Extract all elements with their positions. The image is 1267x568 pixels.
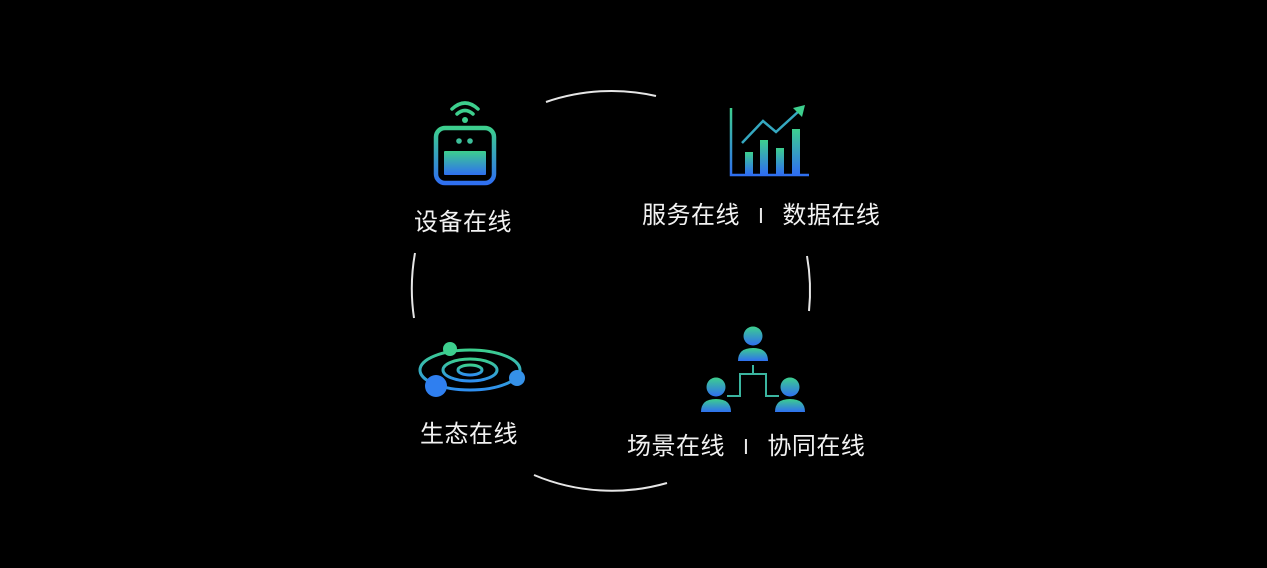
scene-online-text: 场景在线 [627, 432, 725, 460]
service-data-online-label: 服务在线 I 数据在线 [642, 201, 880, 230]
org-people-icon [701, 326, 805, 412]
arc-top [545, 89, 657, 103]
arc-bottom [533, 474, 668, 492]
orbit-icon [418, 342, 525, 397]
service-online-text: 服务在线 [642, 201, 740, 229]
bar-chart-trend-icon [729, 105, 809, 177]
scene-collab-online-label: 场景在线 I 协同在线 [627, 432, 865, 461]
arc-right [806, 255, 812, 312]
device-online-label: 设备在线 [414, 208, 512, 236]
data-online-text: 数据在线 [782, 201, 881, 229]
separator: I [743, 435, 750, 459]
separator: I [758, 204, 765, 228]
ecosystem-online-label: 生态在线 [420, 420, 518, 448]
collab-online-text: 协同在线 [767, 432, 866, 460]
router-wifi-icon [433, 101, 497, 186]
arc-left [410, 252, 416, 319]
